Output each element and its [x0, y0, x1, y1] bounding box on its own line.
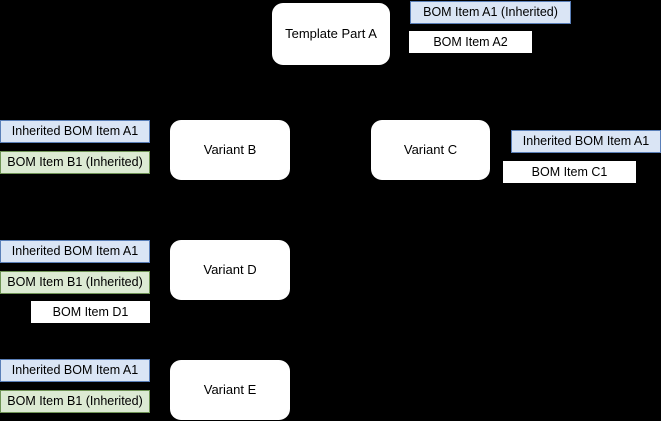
- bom-chip-bom-item-a2[interactable]: BOM Item A2: [409, 31, 532, 53]
- bom-chip-label: Inherited BOM Item A1: [522, 134, 650, 148]
- bom-chip-inherited-bom-item-a1-variant-e[interactable]: Inherited BOM Item A1: [0, 359, 150, 382]
- node-template-part-a[interactable]: Template Part A: [272, 3, 390, 65]
- bom-chip-label: BOM Item A2: [433, 34, 508, 49]
- node-label: Variant E: [203, 382, 257, 398]
- bom-chip-inherited-bom-item-a1-variant-b[interactable]: Inherited BOM Item A1: [0, 120, 150, 143]
- node-variant-d[interactable]: Variant D: [170, 240, 290, 300]
- bom-chip-label: BOM Item B1 (Inherited): [7, 394, 143, 408]
- bom-chip-label: BOM Item A1 (Inherited): [423, 5, 558, 19]
- bom-chip-label: Inherited BOM Item A1: [11, 244, 139, 258]
- bom-chip-label: BOM Item C1: [531, 164, 608, 179]
- node-variant-e[interactable]: Variant E: [170, 360, 290, 420]
- bom-chip-label: Inherited BOM Item A1: [11, 124, 139, 138]
- bom-chip-bom-item-d1[interactable]: BOM Item D1: [31, 301, 150, 323]
- node-label: Variant B: [203, 142, 257, 158]
- bom-chip-inherited-bom-item-a1-variant-c[interactable]: Inherited BOM Item A1: [511, 130, 661, 153]
- bom-chip-label: BOM Item D1: [52, 304, 129, 319]
- bom-chip-label: BOM Item B1 (Inherited): [7, 155, 143, 169]
- node-label: Variant D: [203, 262, 257, 278]
- bom-chip-bom-item-b1-inherited-variant-e[interactable]: BOM Item B1 (Inherited): [0, 390, 150, 413]
- bom-chip-bom-item-c1[interactable]: BOM Item C1: [503, 161, 636, 183]
- node-variant-b[interactable]: Variant B: [170, 120, 290, 180]
- node-variant-c[interactable]: Variant C: [371, 120, 490, 180]
- bom-chip-inherited-bom-item-a1-variant-d[interactable]: Inherited BOM Item A1: [0, 240, 150, 263]
- bom-chip-label: BOM Item B1 (Inherited): [7, 275, 143, 289]
- bom-chip-label: Inherited BOM Item A1: [11, 363, 139, 377]
- node-label: Template Part A: [285, 26, 377, 42]
- bom-chip-bom-item-b1-inherited-variant-b[interactable]: BOM Item B1 (Inherited): [0, 151, 150, 174]
- bom-chip-bom-item-b1-inherited-variant-d[interactable]: BOM Item B1 (Inherited): [0, 271, 150, 294]
- node-label: Variant C: [403, 142, 458, 158]
- bom-chip-bom-item-a1-inherited[interactable]: BOM Item A1 (Inherited): [410, 1, 571, 24]
